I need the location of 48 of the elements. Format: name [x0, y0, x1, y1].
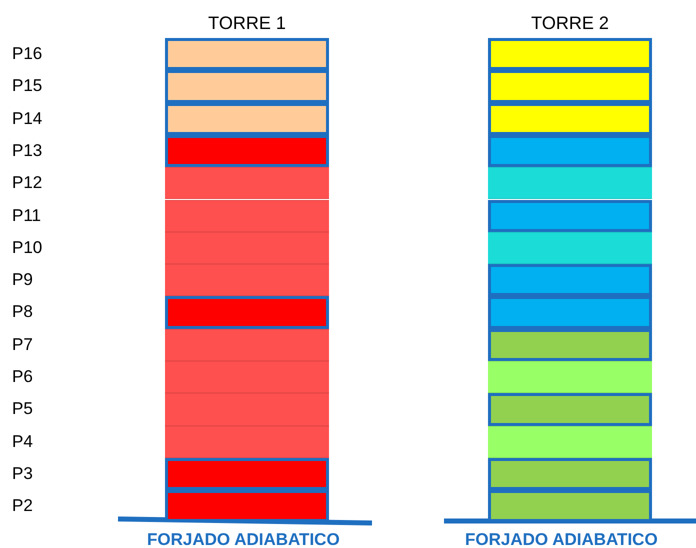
- floor-block: [488, 70, 652, 103]
- floor-block: [165, 134, 329, 168]
- floor-block: [165, 458, 329, 490]
- floor-block: [165, 328, 329, 361]
- floor-label: P15: [12, 76, 42, 96]
- floor-block: [488, 393, 652, 426]
- floor-block: [165, 264, 329, 296]
- floor-block: [488, 458, 652, 490]
- floor-label: P6: [12, 367, 33, 387]
- floor-block: [488, 296, 652, 329]
- floor-block: [488, 328, 652, 361]
- floor-block: [165, 361, 329, 394]
- floor-label: P12: [12, 173, 42, 194]
- floor-block: [488, 264, 652, 296]
- floor-block: [165, 70, 329, 103]
- tower-title: TORRE 1: [207, 13, 287, 34]
- floor-block: [488, 232, 652, 264]
- floor-block: [488, 38, 652, 70]
- floor-label: P13: [12, 140, 42, 161]
- slab-caption: FORJADO ADIABATICO: [465, 530, 658, 548]
- floor-block: [165, 296, 329, 329]
- floor-block: [488, 102, 652, 135]
- slab-caption: FORJADO ADIABATICO: [147, 530, 340, 548]
- floor-label: P7: [12, 334, 33, 355]
- floor-block: [165, 200, 329, 232]
- floor-block: [488, 167, 652, 200]
- floor-label: P11: [12, 206, 41, 226]
- floor-label: P9: [12, 270, 33, 290]
- floor-block: [165, 393, 329, 426]
- floor-block: [488, 200, 652, 232]
- floor-block: [165, 102, 329, 135]
- floor-label: P5: [12, 399, 33, 420]
- floor-block: [165, 490, 329, 522]
- floor-label: P3: [12, 464, 33, 484]
- floor-block: [488, 134, 652, 168]
- floor-block: [165, 232, 329, 264]
- floor-block: [488, 361, 652, 394]
- floor-label: P16: [12, 44, 42, 64]
- floor-label: P10: [12, 238, 42, 258]
- floor-block: [488, 426, 652, 458]
- floor-label: P14: [12, 108, 42, 129]
- floor-label: P4: [12, 432, 33, 452]
- floor-block: [165, 167, 329, 200]
- floor-label: P2: [12, 496, 33, 516]
- tower-title: TORRE 2: [530, 13, 610, 34]
- floor-block: [165, 426, 329, 458]
- floor-block: [165, 38, 329, 70]
- floor-label: P8: [12, 302, 33, 322]
